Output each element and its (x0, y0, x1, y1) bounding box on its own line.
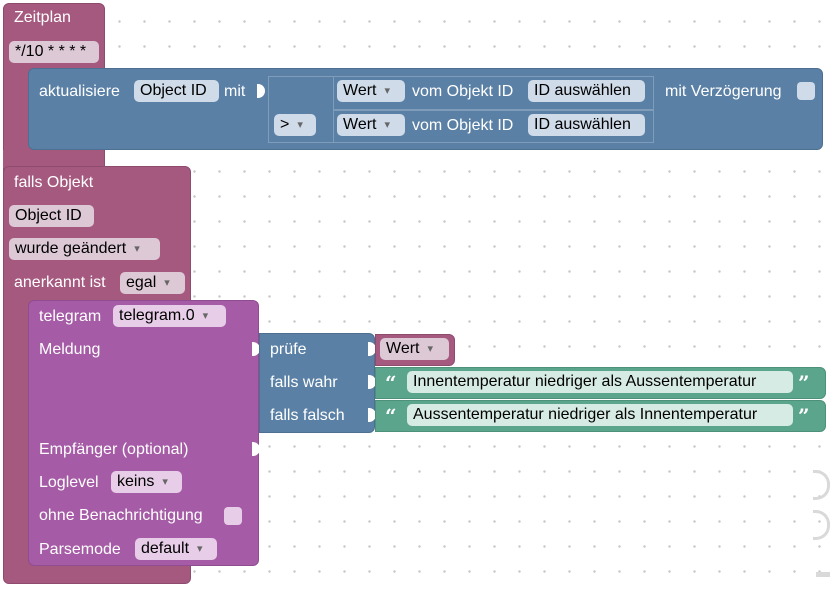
close-quote-icon: ” (798, 404, 810, 428)
check-label: prüfe (270, 341, 307, 358)
telegram-instance-dropdown[interactable]: telegram.0 (113, 305, 226, 327)
telegram-label: telegram (39, 308, 102, 325)
recipient-label: Empfänger (optional) (39, 441, 189, 458)
if-false-label: falls falsch (270, 407, 345, 424)
schedule-title: Zeitplan (14, 9, 71, 26)
if-true-label: falls wahr (270, 374, 338, 391)
cron-field[interactable]: */10 * * * * (9, 41, 99, 63)
ternary-input-notch-2 (368, 375, 376, 389)
telegram-block[interactable] (28, 300, 259, 566)
row2-id-select[interactable]: ID auswählen (528, 114, 645, 136)
recipient-input-notch (252, 442, 260, 456)
close-quote-icon: ” (798, 371, 810, 395)
silent-checkbox[interactable] (224, 507, 242, 525)
open-quote-icon: “ (385, 404, 397, 428)
row1-from-label: vom Objekt ID (412, 83, 514, 100)
ack-dropdown[interactable]: egal (120, 272, 185, 294)
message-label: Meldung (39, 341, 101, 358)
schedule-block-bottom (3, 150, 103, 168)
loglevel-dropdown[interactable]: keins (111, 471, 182, 493)
row1-id-select[interactable]: ID auswählen (528, 80, 645, 102)
zoom-out-icon[interactable] (813, 510, 830, 540)
update-input-notch-1 (257, 84, 265, 98)
trigger-object-id-field[interactable]: Object ID (9, 205, 94, 227)
silent-label: ohne Benachrichtigung (39, 507, 203, 524)
trigger-title: falls Objekt (14, 174, 94, 191)
ternary-block[interactable] (259, 333, 375, 433)
changed-dropdown[interactable]: wurde geändert (9, 238, 160, 260)
row1-value-dropdown[interactable]: Wert (337, 80, 405, 102)
delay-label: mit Verzögerung (665, 83, 782, 100)
ternary-input-notch-1 (368, 342, 376, 356)
parsemode-label: Parsemode (39, 541, 121, 558)
value-dropdown[interactable]: Wert (380, 338, 449, 360)
trash-icon[interactable] (816, 572, 830, 577)
parsemode-dropdown[interactable]: default (135, 538, 217, 560)
update-object-id-field[interactable]: Object ID (134, 80, 219, 102)
update-label: aktualisiere (39, 83, 120, 100)
zoom-in-icon[interactable] (813, 470, 830, 500)
delay-checkbox[interactable] (797, 82, 815, 100)
ternary-input-notch-3 (368, 408, 376, 422)
row2-from-label: vom Objekt ID (412, 117, 514, 134)
operator-dropdown[interactable]: > (274, 114, 316, 136)
ack-label: anerkannt ist (14, 274, 106, 291)
row2-value-dropdown[interactable]: Wert (337, 114, 405, 136)
update-with-label: mit (224, 83, 246, 100)
open-quote-icon: “ (385, 371, 397, 395)
message-input-notch (252, 342, 260, 356)
text-false-field[interactable]: Aussentemperatur niedriger als Innentemp… (407, 404, 793, 426)
text-true-field[interactable]: Innentemperatur niedriger als Aussentemp… (407, 371, 793, 393)
loglevel-label: Loglevel (39, 474, 99, 491)
